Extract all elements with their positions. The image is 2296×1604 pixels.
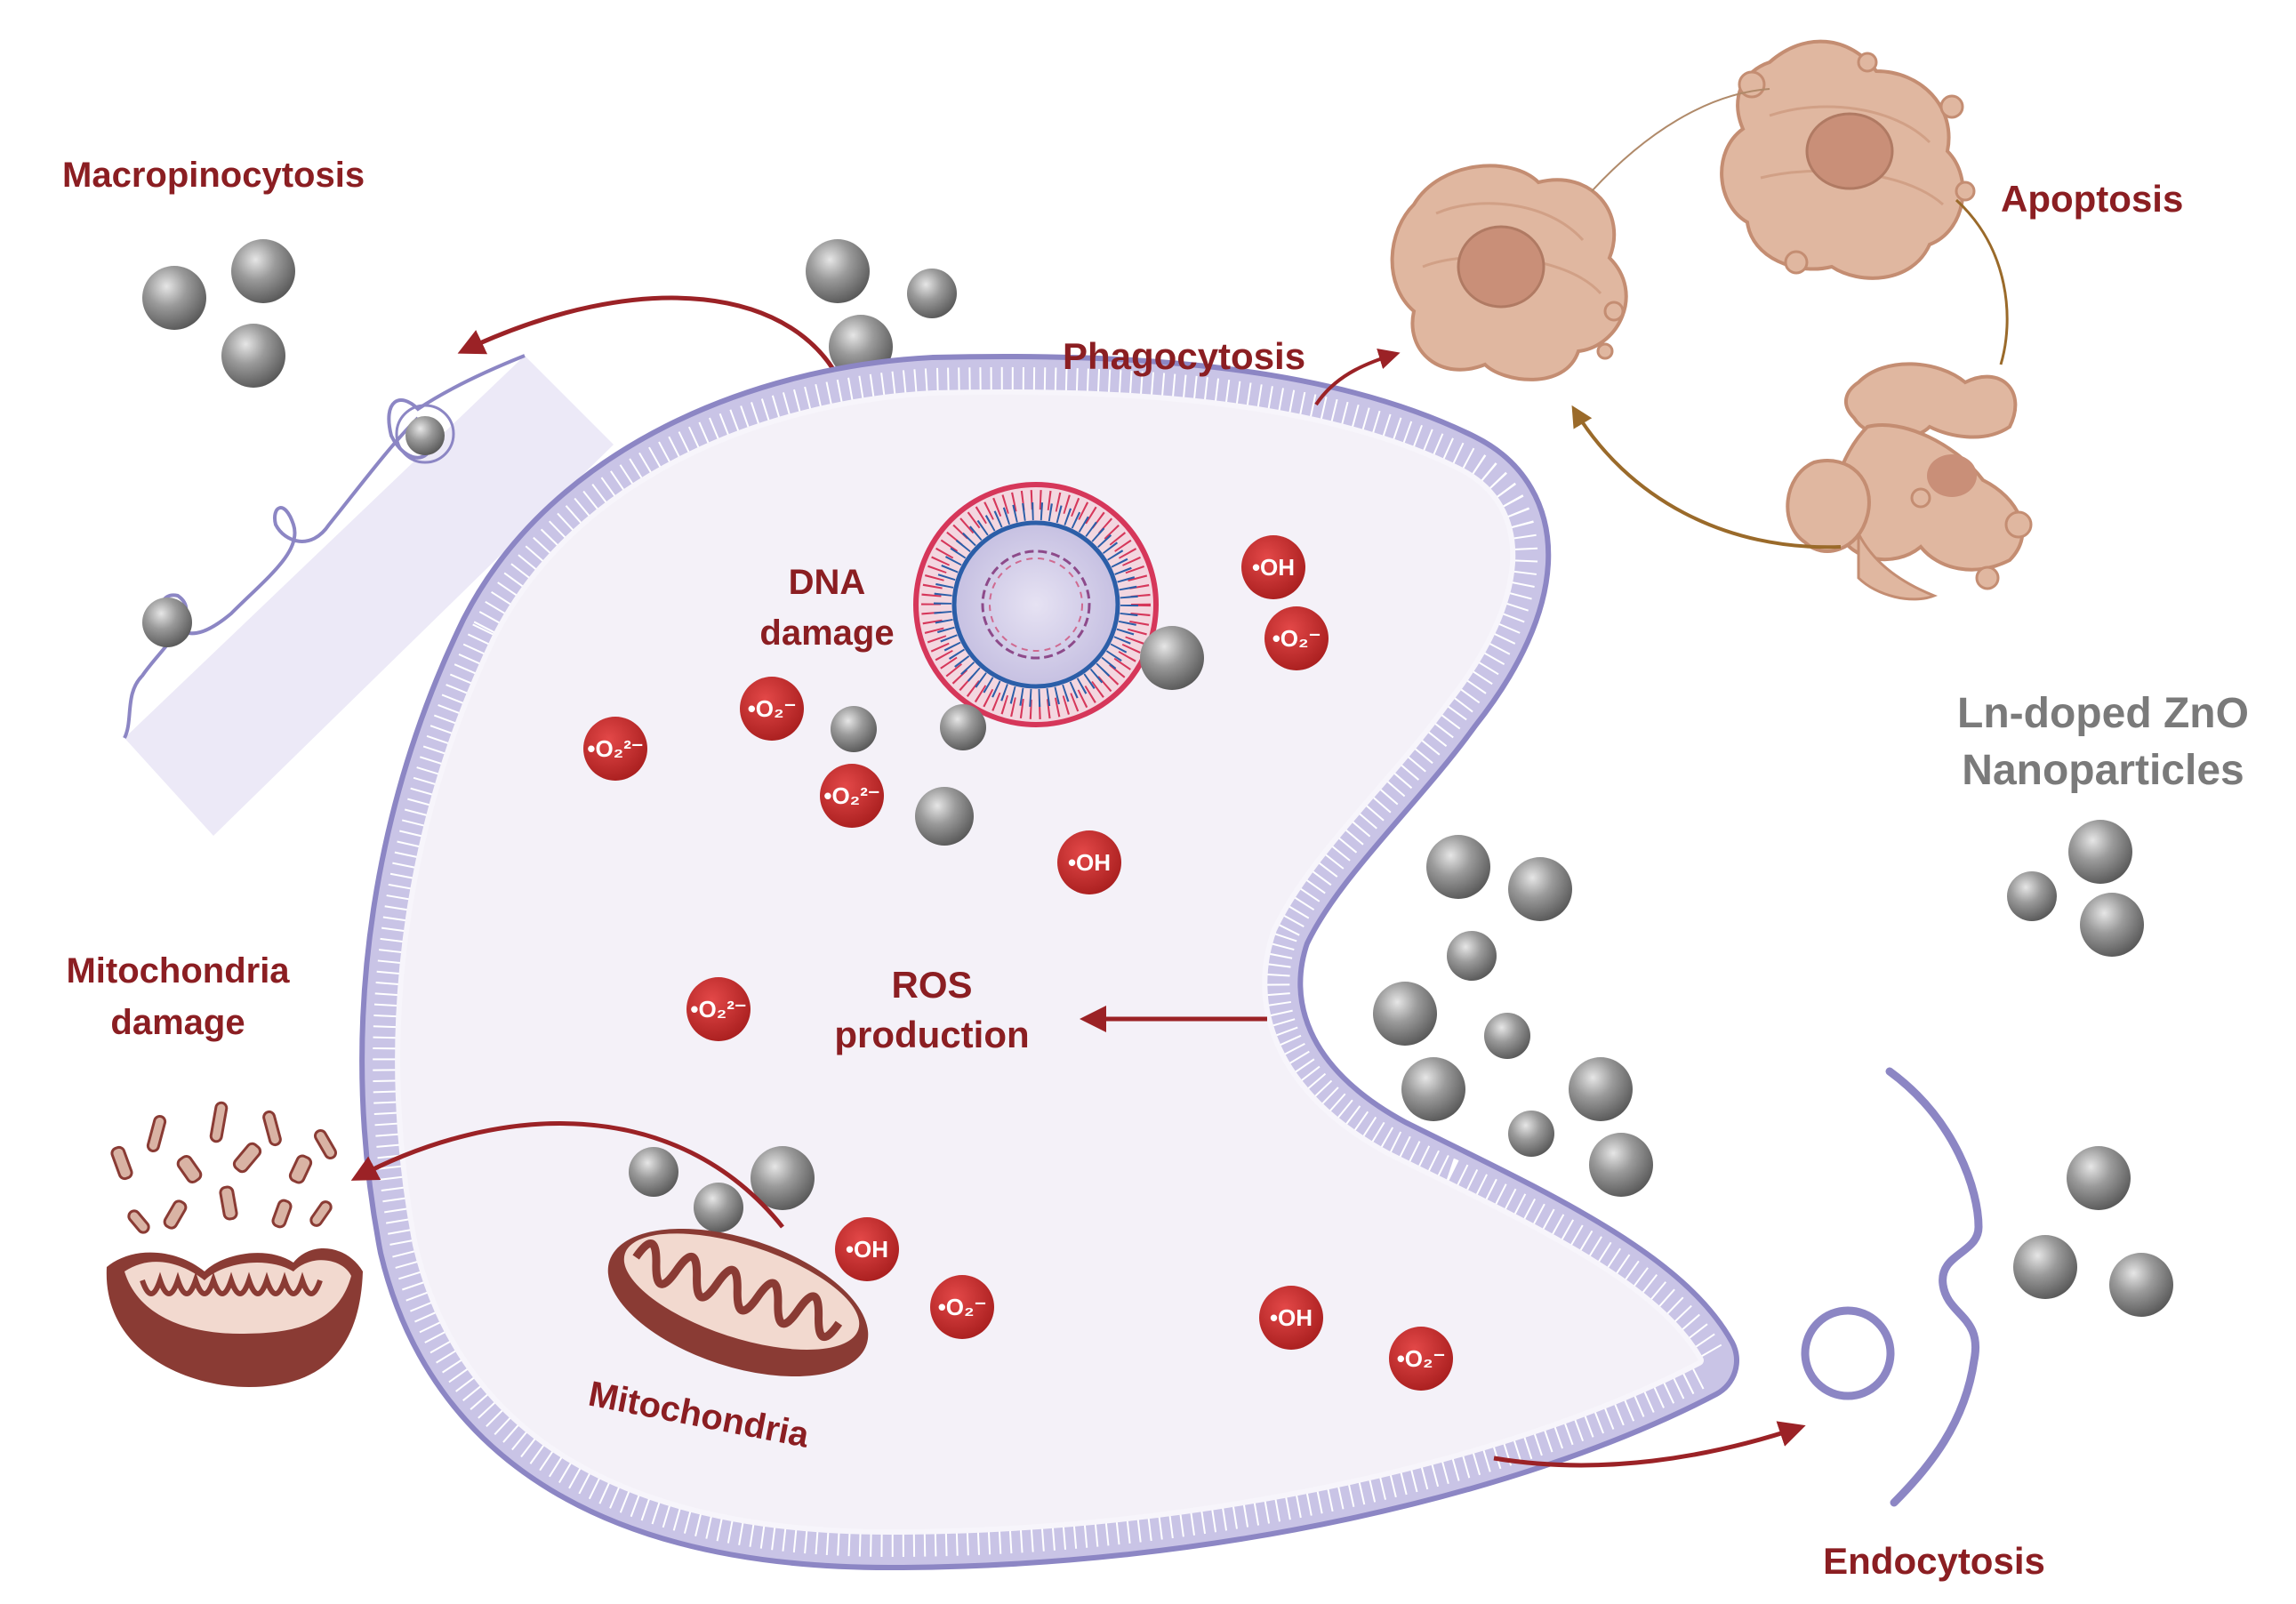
nanoparticle bbox=[907, 269, 957, 318]
ros-superoxide: •O₂⁻ bbox=[1389, 1327, 1453, 1391]
nanoparticle bbox=[2013, 1235, 2077, 1299]
apoptosis-label: Apoptosis bbox=[2001, 178, 2183, 220]
nanoparticles-label-line1: Ln-doped ZnO bbox=[1957, 690, 2249, 737]
mito-damage-arrow bbox=[350, 1121, 784, 1229]
endocytic-vesicle bbox=[1801, 1306, 1895, 1400]
svg-text:•OH: •OH bbox=[846, 1236, 888, 1263]
nanoparticle bbox=[2109, 1253, 2173, 1317]
ros-superoxide: •O₂⁻ bbox=[930, 1275, 994, 1339]
nanoparticle bbox=[1373, 982, 1437, 1046]
nanoparticle bbox=[629, 1147, 678, 1197]
ros-radicals: •OH •O₂⁻ •O₂⁻ •O₂²⁻ •O₂²⁻ •OH •O₂²⁻ •OH bbox=[583, 535, 1453, 1391]
ros-peroxide: •O₂²⁻ bbox=[686, 977, 751, 1041]
apoptotic-bodies bbox=[1786, 362, 2033, 601]
ros-hydroxyl: •OH bbox=[1241, 535, 1305, 599]
svg-text:•O₂⁻: •O₂⁻ bbox=[1272, 625, 1321, 652]
dna-damage-label-line1: DNA bbox=[789, 563, 866, 602]
svg-text:•O₂⁻: •O₂⁻ bbox=[748, 695, 797, 722]
ros-production-label-line1: ROS bbox=[891, 964, 972, 1006]
dna-damage-label-line2: damage bbox=[759, 614, 894, 653]
nanoparticle bbox=[1140, 626, 1204, 690]
nanoparticle bbox=[142, 597, 192, 647]
ruffle-loop bbox=[395, 404, 455, 464]
svg-text:•O₂²⁻: •O₂²⁻ bbox=[690, 996, 746, 1023]
nanoparticle bbox=[2067, 1146, 2131, 1210]
membrane-fold-panel bbox=[124, 356, 614, 836]
svg-text:•OH: •OH bbox=[1252, 554, 1295, 581]
nanoparticle bbox=[2007, 871, 2057, 921]
ros-superoxide: •O₂⁻ bbox=[740, 677, 804, 741]
nucleus bbox=[913, 482, 1159, 727]
nanoparticle bbox=[1426, 835, 1490, 899]
nanoparticle bbox=[751, 1146, 815, 1210]
nanoparticle bbox=[1401, 1057, 1465, 1121]
nanoparticle bbox=[405, 416, 445, 455]
svg-text:•O₂²⁻: •O₂²⁻ bbox=[823, 782, 879, 809]
endocytosis-label: Endocytosis bbox=[1823, 1540, 2045, 1582]
mito-damage-label-line2: damage bbox=[110, 1003, 245, 1042]
nanoparticle bbox=[1569, 1057, 1633, 1121]
nanoparticle bbox=[2068, 820, 2132, 884]
nanoparticle bbox=[1589, 1133, 1653, 1197]
ros-production-label-line2: production bbox=[834, 1014, 1029, 1055]
ros-hydroxyl: •OH bbox=[1259, 1286, 1323, 1350]
nanoparticle bbox=[1484, 1013, 1530, 1059]
nanoparticle bbox=[2080, 893, 2144, 957]
macropinocytosis-label: Macropinocytosis bbox=[62, 156, 365, 195]
svg-text:•O₂²⁻: •O₂²⁻ bbox=[587, 735, 643, 762]
endocytosis-arrow bbox=[1493, 1421, 1806, 1468]
nanoparticles-label-line2: Nanoparticles bbox=[1962, 747, 2244, 794]
nanoparticle bbox=[694, 1183, 743, 1232]
endocytosis-membrane bbox=[1885, 1067, 1983, 1507]
phagocytosis-arrow bbox=[1314, 349, 1401, 406]
ros-superoxide: •O₂⁻ bbox=[1264, 606, 1329, 670]
svg-text:•OH: •OH bbox=[1270, 1304, 1313, 1331]
mitochondrion bbox=[607, 1228, 869, 1377]
dna-helix bbox=[981, 549, 1091, 660]
nanoparticle bbox=[231, 239, 295, 303]
nanoparticle bbox=[831, 706, 877, 752]
nanoparticle bbox=[1508, 857, 1572, 921]
apoptosis-cycle-line bbox=[1591, 88, 1770, 192]
nanoparticle bbox=[940, 704, 986, 750]
nanoparticle bbox=[1508, 1111, 1554, 1157]
nanoparticle bbox=[221, 324, 285, 388]
svg-text:•O₂⁻: •O₂⁻ bbox=[1397, 1345, 1446, 1372]
phagocytosis-label: Phagocytosis bbox=[1063, 335, 1305, 377]
svg-text:•O₂⁻: •O₂⁻ bbox=[938, 1294, 987, 1320]
ros-hydroxyl: •OH bbox=[835, 1217, 899, 1281]
ros-peroxide: •O₂²⁻ bbox=[583, 717, 647, 781]
nanoparticle bbox=[142, 266, 206, 330]
svg-text:•OH: •OH bbox=[1068, 849, 1111, 876]
apoptotic-cell-2 bbox=[1720, 39, 1976, 280]
mito-damage-label-line1: Mitochondria bbox=[66, 951, 290, 990]
ros-peroxide: •O₂²⁻ bbox=[820, 764, 884, 828]
apoptosis-cycle-line bbox=[1955, 198, 2009, 365]
macropinocytosis-arrow bbox=[457, 295, 847, 392]
membrane-ruffle-line bbox=[123, 354, 526, 739]
nanoparticle bbox=[806, 239, 870, 303]
debris-fragments bbox=[110, 1101, 337, 1234]
macropinocytosis-panel bbox=[123, 354, 614, 836]
ros-hydroxyl: •OH bbox=[1057, 830, 1121, 894]
apoptotic-cell-1 bbox=[1390, 164, 1628, 381]
damaged-mitochondrion bbox=[106, 1101, 364, 1387]
nanoparticle bbox=[915, 787, 974, 846]
apoptosis-cycle-arrow bbox=[1571, 405, 1842, 549]
nanoparticle bbox=[1447, 931, 1497, 981]
